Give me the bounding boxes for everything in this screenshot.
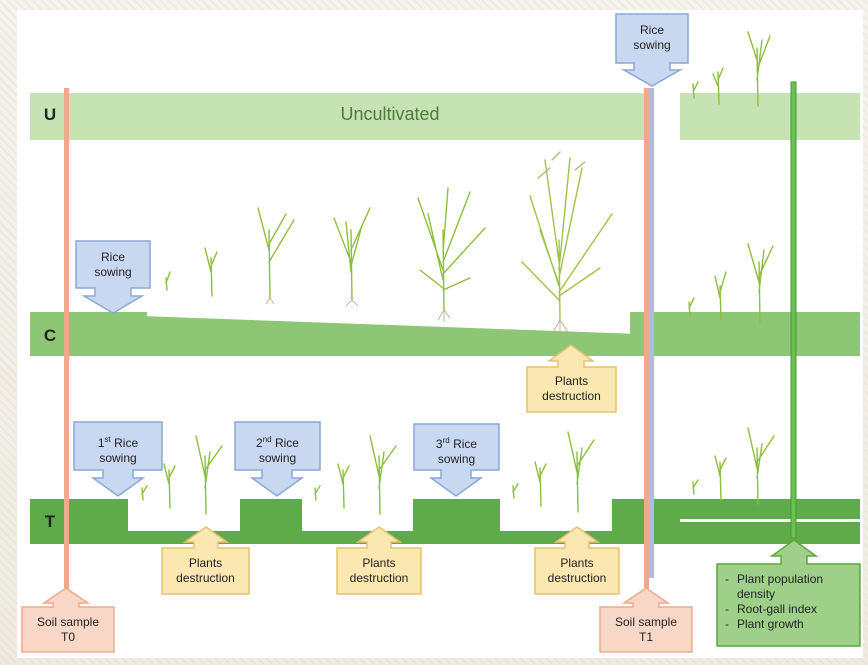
soil-sample-t1-text: Soil sample T1 (600, 615, 692, 645)
t-sowing-1-line1: 1st Rice (97, 435, 139, 450)
rice-sowing-line (649, 88, 654, 578)
destruction-t1-callout (161, 526, 250, 595)
control-band-base (30, 346, 860, 356)
soil-sample-t1-line2: T1 (638, 630, 653, 644)
rice-sowing-c-line1: Rice (100, 250, 125, 264)
t-sowing-3-callout (413, 423, 500, 497)
destruction-t3-callout (534, 526, 620, 595)
t-sowing-2-text: 2nd Rice sowing (235, 432, 320, 466)
destruction-t3-line1: Plants (560, 556, 594, 570)
destruction-c-line1: Plants (554, 374, 589, 388)
row-label-t: T (44, 512, 56, 531)
destruction-c-text: Plants destruction (527, 374, 616, 404)
destruction-t3-line2: destruction (547, 571, 607, 585)
uncultivated-band (30, 93, 860, 140)
c-row-growth-sequence (165, 151, 774, 323)
destruction-t3-text: Plants destruction (535, 556, 619, 586)
t-sowing-2-line1: 2nd Rice (256, 435, 299, 450)
t-row-seedlings (141, 427, 775, 515)
t-sowing-1-line2: sowing (99, 451, 137, 465)
destruction-t2-line1: Plants (362, 556, 396, 570)
rice-plant-illustrations (141, 31, 775, 515)
rice-sowing-top-text: Rice sowing (616, 23, 688, 53)
rice-sowing-c-text: Rice sowing (76, 250, 150, 280)
rice-sowing-top-callout (615, 13, 689, 87)
destruction-t1-line2: destruction (176, 571, 235, 585)
rice-sowing-top-line2: sowing (633, 38, 671, 52)
t-sowing-1-text: 1st Rice sowing (74, 432, 162, 466)
destruction-t2-callout (336, 526, 422, 595)
destruction-t1-text: Plants destruction (162, 556, 249, 586)
t-sowing-2-line2: sowing (258, 451, 297, 465)
result-item: Plant population density (723, 572, 853, 602)
row-label-u: U (43, 105, 57, 124)
destruction-t2-text: Plants destruction (337, 556, 421, 586)
destruction-c-line2: destruction (542, 389, 601, 403)
results-list: Plant population density Root-gall index… (723, 572, 853, 632)
plant-roots (265, 297, 569, 336)
control-band-regrowth (630, 312, 682, 356)
destruction-t1-line1: Plants (188, 556, 223, 570)
soil-sample-t1-line1: Soil sample (614, 615, 678, 629)
destruction-t2-line2: destruction (349, 571, 409, 585)
t-sowing-3-line1: 3rd Rice (435, 436, 478, 451)
treatment-band-step1 (30, 499, 128, 544)
soil-sample-t1-line (644, 88, 649, 606)
soil-sample-t0-line (64, 88, 69, 606)
t-sowing-3-line2: sowing (437, 452, 476, 466)
rice-sowing-c-line2: sowing (94, 265, 132, 279)
treatment-band-end (680, 499, 860, 519)
u-row-seedlings (692, 31, 771, 107)
t-sowing-2-callout (234, 421, 321, 497)
t-sowing-3-text: 3rd Rice sowing (414, 433, 499, 467)
uncultivated-band-right (680, 93, 860, 128)
treatment-band-step3 (413, 499, 500, 544)
soil-sample-t0-line2: T0 (60, 630, 75, 644)
treatment-band-end-base (680, 522, 860, 544)
rice-sowing-c-callout (75, 240, 151, 314)
uncultivated-label: Uncultivated (340, 104, 440, 124)
soil-sample-t1-callout (599, 587, 693, 653)
soil-sample-t0-text: Soil sample T0 (22, 615, 114, 645)
soil-sample-t0-callout (21, 587, 115, 653)
result-item: Root-gall index (723, 602, 853, 617)
control-band-end (682, 312, 860, 342)
t-sowing-1-callout (73, 421, 163, 497)
treatment-band-step2 (240, 499, 302, 544)
measurement-line (790, 81, 797, 539)
rice-sowing-top-line1: Rice (639, 23, 664, 37)
result-item: Plant growth (723, 617, 853, 632)
destruction-c-callout (526, 344, 617, 413)
soil-sample-t0-line1: Soil sample (36, 615, 100, 629)
row-label-c: C (43, 326, 57, 345)
